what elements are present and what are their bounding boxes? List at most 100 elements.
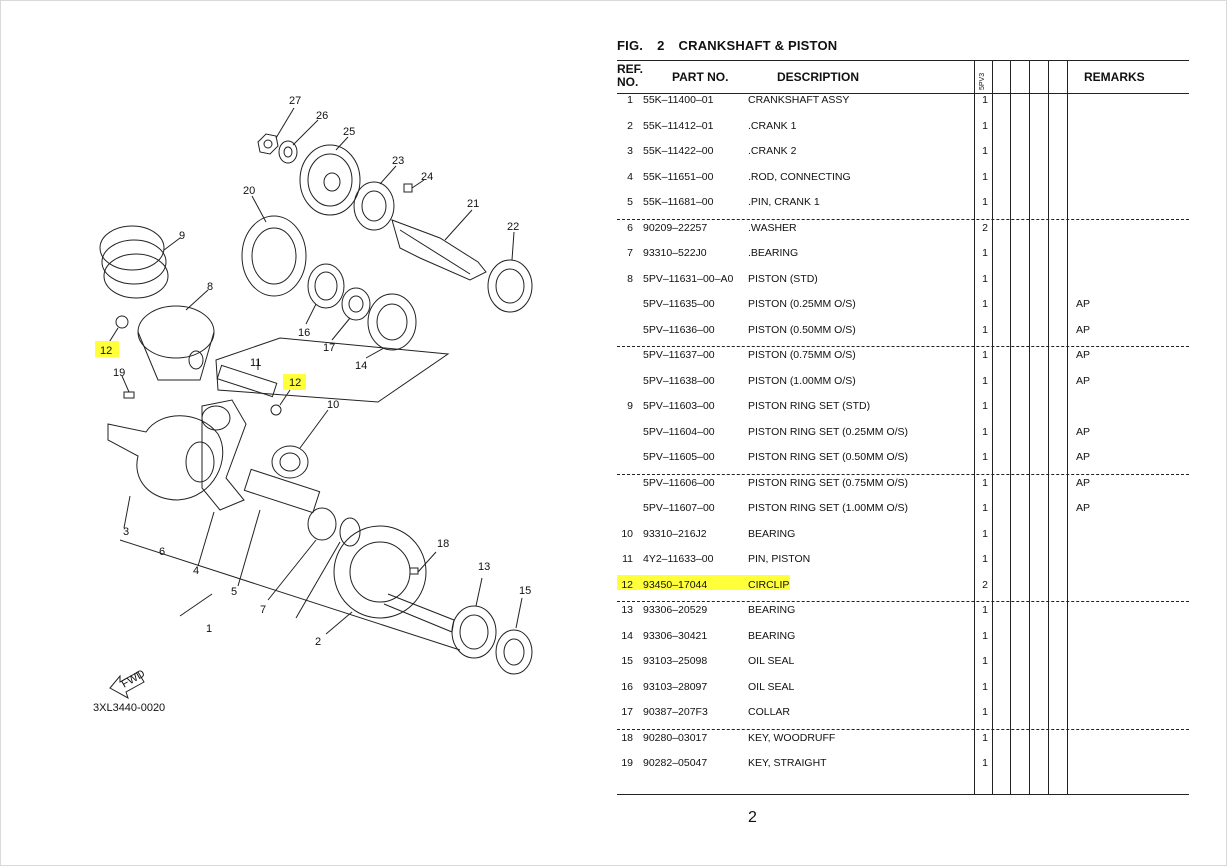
remarks-cell: AP xyxy=(1076,476,1091,489)
description-cell: KEY, WOODRUFF xyxy=(748,731,836,744)
callout-label: 6 xyxy=(159,546,165,558)
description-cell: OIL SEAL xyxy=(748,680,795,693)
remarks-cell: AP xyxy=(1076,502,1091,514)
column-divider xyxy=(992,60,993,794)
description-cell: PISTON RING SET (STD) xyxy=(748,400,871,412)
quantity-cell: 1 xyxy=(982,425,988,438)
description-cell: BEARING xyxy=(748,629,796,642)
quantity-cell: 1 xyxy=(982,757,988,769)
quantity-cell: 1 xyxy=(982,655,988,667)
quantity-cell: 1 xyxy=(982,400,988,412)
callout-label: 13 xyxy=(478,561,490,573)
part-no-cell: 5PV–11605–00 xyxy=(643,451,715,463)
table-top-rule xyxy=(617,60,1189,61)
callout-label: 25 xyxy=(343,126,355,138)
part-no-cell: 93103–25098 xyxy=(643,655,708,667)
part-no-cell: 55K–11400–01 xyxy=(643,94,714,106)
callout-label: 12 xyxy=(100,345,112,357)
callout-label: 7 xyxy=(260,604,266,616)
description-cell: PISTON (1.00MM O/S) xyxy=(748,374,856,387)
fwd-label: FWD xyxy=(120,668,148,691)
quantity-cell: 1 xyxy=(982,629,988,642)
part-no-cell: 93306–20529 xyxy=(643,604,708,616)
callout-label: 14 xyxy=(355,360,367,372)
fwd-arrow-icon xyxy=(109,671,145,700)
quantity-cell: 1 xyxy=(982,604,988,616)
callout-label: 20 xyxy=(243,185,255,197)
part-no-cell: 90387–207F3 xyxy=(643,706,708,718)
callout-label: 15 xyxy=(519,585,531,597)
ref-cell: 13 xyxy=(621,604,633,616)
description-cell: PISTON (0.75MM O/S) xyxy=(748,349,856,361)
ref-cell: 2 xyxy=(627,119,633,132)
ref-cell: 5 xyxy=(627,196,633,208)
fig-number: 2 xyxy=(657,38,665,53)
quantity-cell: 1 xyxy=(982,170,988,183)
callout-label: 17 xyxy=(323,342,335,354)
quantity-cell: 1 xyxy=(982,374,988,387)
header-ref-line1: REF. xyxy=(617,62,644,76)
remarks-cell: AP xyxy=(1076,425,1091,438)
callout-label: 9 xyxy=(179,230,185,242)
part-no-cell: 5PV–11638–00 xyxy=(643,374,715,387)
table-row: 13 93306–20529 BEARING 1 xyxy=(617,604,1189,629)
header-ref-line2: NO. xyxy=(617,75,639,89)
part-no-cell: 55K–11651–00 xyxy=(643,170,714,183)
description-cell: PISTON RING SET (0.50MM O/S) xyxy=(748,451,909,463)
callout-label: 4 xyxy=(193,565,199,577)
callout-label: 3 xyxy=(123,526,129,538)
description-cell: .CRANK 2 xyxy=(748,145,797,157)
ref-cell: 11 xyxy=(622,553,633,565)
quantity-cell: 1 xyxy=(982,349,988,361)
quantity-cell: 1 xyxy=(982,247,988,259)
ref-cell: 12 xyxy=(621,578,633,591)
quantity-cell: 1 xyxy=(982,476,988,489)
callout-label: 11 xyxy=(250,357,261,369)
description-cell: BEARING xyxy=(748,604,796,616)
header-remarks: REMARKS xyxy=(1084,70,1145,84)
page-number: 2 xyxy=(748,809,757,826)
remarks-cell: AP xyxy=(1076,349,1091,361)
callout-label: 26 xyxy=(316,110,328,122)
header-part-no: PART NO. xyxy=(672,70,729,84)
quantity-cell: 1 xyxy=(982,731,988,744)
table-row: 5PV–11637–00 PISTON (0.75MM O/S) 1 AP xyxy=(617,349,1189,374)
part-no-cell: 55K–11422–00 xyxy=(643,145,714,157)
fig-title: CRANKSHAFT & PISTON xyxy=(678,38,838,53)
part-no-cell: 93103–28097 xyxy=(643,680,708,693)
description-cell: KEY, STRAIGHT xyxy=(748,757,827,769)
quantity-cell: 1 xyxy=(982,451,988,463)
header-model: 5PV3 xyxy=(979,72,986,90)
quantity-cell: 1 xyxy=(982,323,988,336)
nut-part xyxy=(257,133,279,155)
callout-label: 10 xyxy=(327,399,339,411)
column-divider xyxy=(1048,60,1049,794)
part-no-cell: 90280–03017 xyxy=(643,731,708,744)
callout-label: 23 xyxy=(392,155,404,167)
header-ref-no: REF. NO. xyxy=(617,63,643,89)
quantity-cell: 1 xyxy=(982,119,988,132)
part-no-cell: 93450–17044 xyxy=(643,578,708,591)
table-bottom-rule xyxy=(617,794,1189,795)
highlight-marker xyxy=(283,374,306,390)
ref-cell: 4 xyxy=(627,170,633,183)
quantity-cell: 1 xyxy=(982,706,988,718)
part-no-cell: 5PV–11635–00 xyxy=(643,298,715,310)
group-separator xyxy=(617,474,1189,475)
remarks-cell: AP xyxy=(1076,451,1091,463)
description-cell: CRANKSHAFT ASSY xyxy=(748,94,850,106)
header-description: DESCRIPTION xyxy=(777,70,860,84)
part-no-cell: 5PV–11637–00 xyxy=(643,349,715,361)
